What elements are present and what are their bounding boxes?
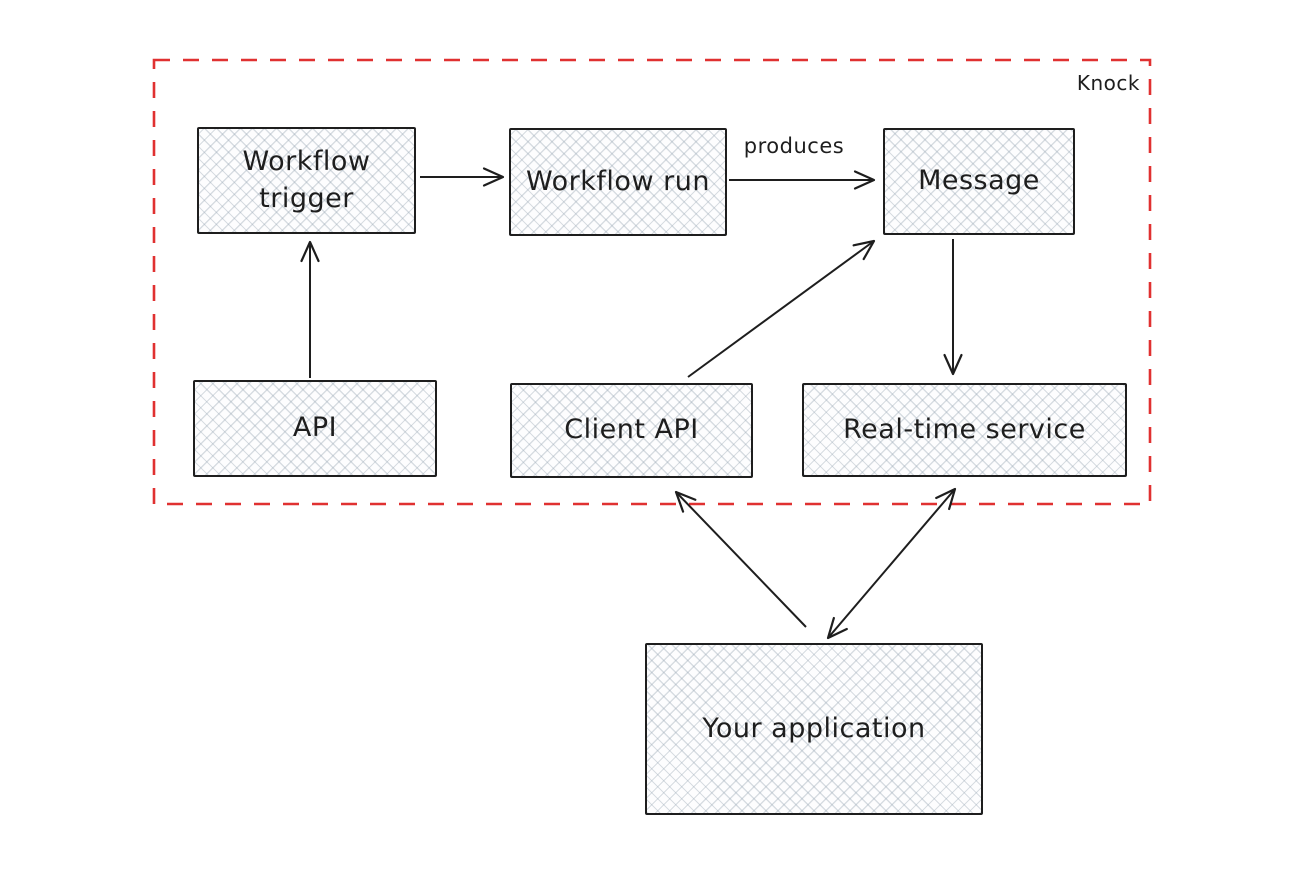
node-workflow-trigger-label: Workflow trigger (242, 146, 371, 214)
node-api: API (193, 380, 437, 477)
boundary-label-knock: Knock (1076, 71, 1140, 95)
node-message-label: Message (918, 165, 1040, 197)
node-workflow-run-label: Workflow run (526, 165, 710, 197)
node-client-api-label: Client API (564, 414, 699, 446)
node-api-label: API (292, 412, 338, 444)
node-your-application: Your application (645, 643, 983, 815)
node-real-time-service: Real-time service (802, 383, 1127, 477)
arrow-client-api-to-message (687, 239, 876, 378)
node-real-time-service-label: Real-time service (843, 413, 1086, 445)
arrow-your-application-real-time-service (826, 487, 957, 640)
node-client-api: Client API (510, 383, 753, 478)
node-your-application-label: Your application (702, 712, 926, 744)
node-workflow-trigger: Workflow trigger (197, 127, 416, 234)
node-message: Message (883, 128, 1075, 235)
knock-boundary (152, 58, 1152, 506)
node-workflow-run: Workflow run (509, 128, 727, 236)
edge-label-produces: produces (743, 134, 845, 158)
arrow-your-application-to-client-api (674, 490, 807, 628)
